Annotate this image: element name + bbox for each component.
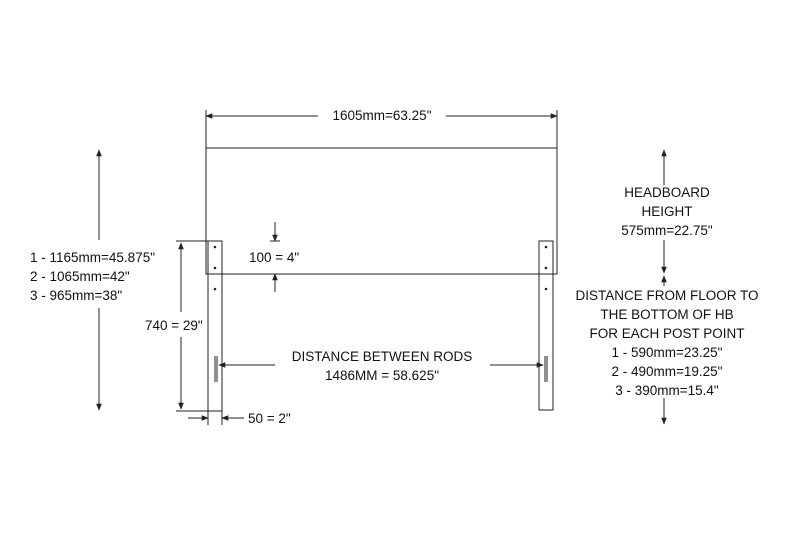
top-offset-label: 100 = 4" <box>249 250 299 265</box>
left-post-hole-2 <box>213 266 217 270</box>
right-rod <box>544 356 548 382</box>
height-option-3: 3 - 965mm=38" <box>30 288 122 303</box>
floor-distance-title-1: DISTANCE FROM FLOOR TO <box>575 288 758 303</box>
right-post-hole-2 <box>544 266 548 270</box>
post-height-label: 740 = 29" <box>145 318 203 333</box>
right-post <box>538 240 554 411</box>
width-label: 1605mm=63.25" <box>333 108 432 123</box>
left-post <box>207 240 223 412</box>
right-post-hole-1 <box>544 245 548 249</box>
height-option-2: 2 - 1065mm=42" <box>30 269 130 284</box>
floor-distance-title-3: FOR EACH POST POINT <box>589 326 744 341</box>
floor-distance-option-2: 2 - 490mm=19.25" <box>612 364 723 379</box>
post-height-dimension <box>176 240 208 412</box>
right-post-hole-3 <box>544 287 548 291</box>
rod-distance-title: DISTANCE BETWEEN RODS <box>292 349 473 364</box>
headboard-panel <box>205 147 558 275</box>
headboard-height-title-1: HEADBOARD <box>624 185 710 200</box>
top-offset-dimension <box>270 222 280 292</box>
floor-distance-title-2: THE BOTTOM OF HB <box>600 307 733 322</box>
post-width-label: 50 = 2" <box>248 411 291 426</box>
left-rod <box>214 356 218 382</box>
rod-distance-value: 1486MM = 58.625" <box>325 368 439 383</box>
post-width-dimension <box>188 411 244 425</box>
left-post-hole-1 <box>213 245 217 249</box>
left-post-hole-3 <box>213 287 217 291</box>
floor-distance-option-3: 3 - 390mm=15.4" <box>615 383 719 398</box>
floor-distance-option-1: 1 - 590mm=23.25" <box>612 345 723 360</box>
headboard-height-value: 575mm=22.75" <box>621 223 713 238</box>
headboard-height-title-2: HEIGHT <box>641 204 692 219</box>
width-dimension <box>205 110 558 148</box>
height-option-1: 1 - 1165mm=45.875" <box>30 250 155 265</box>
